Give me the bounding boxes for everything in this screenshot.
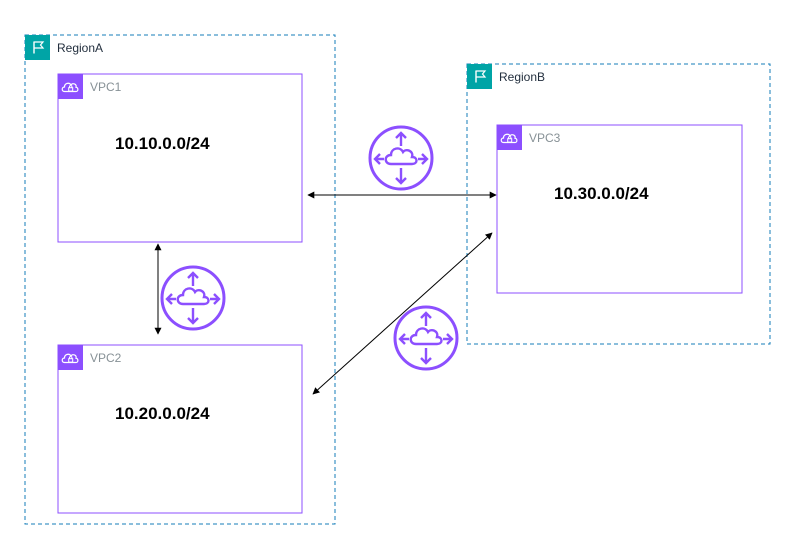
vpc3-boundary (496, 124, 743, 294)
vpc3-group: VPC3 10.30.0.0/24 (496, 124, 743, 294)
region-a-label: RegionA (57, 41, 103, 55)
vpc1-label: VPC1 (90, 80, 122, 94)
vpc-peering-icon (393, 305, 459, 371)
edge-vpc2-vpc3 (312, 232, 493, 395)
vpc1-boundary (57, 73, 303, 243)
vpc2-cidr: 10.20.0.0/24 (115, 404, 210, 423)
flag-icon (25, 35, 50, 60)
region-b-group: RegionB (466, 63, 771, 345)
vpc2-group: VPC2 10.20.0.0/24 (57, 344, 303, 514)
flag-icon (467, 64, 492, 89)
region-b-label: RegionB (499, 70, 545, 84)
vpc-peering-icon (368, 125, 434, 191)
vpc-cloud-lock-icon (497, 125, 522, 150)
vpc1-group: VPC1 10.10.0.0/24 (57, 73, 303, 243)
vpc-cloud-lock-icon (58, 345, 83, 370)
vpc3-label: VPC3 (529, 131, 561, 145)
vpc1-cidr: 10.10.0.0/24 (115, 134, 210, 153)
vpc2-label: VPC2 (90, 351, 122, 365)
vpc-peering-icon (160, 265, 226, 331)
region-b-boundary (466, 63, 771, 345)
vpc3-cidr: 10.30.0.0/24 (554, 184, 649, 203)
vpc2-boundary (57, 344, 303, 514)
vpc-cloud-lock-icon (58, 74, 83, 99)
